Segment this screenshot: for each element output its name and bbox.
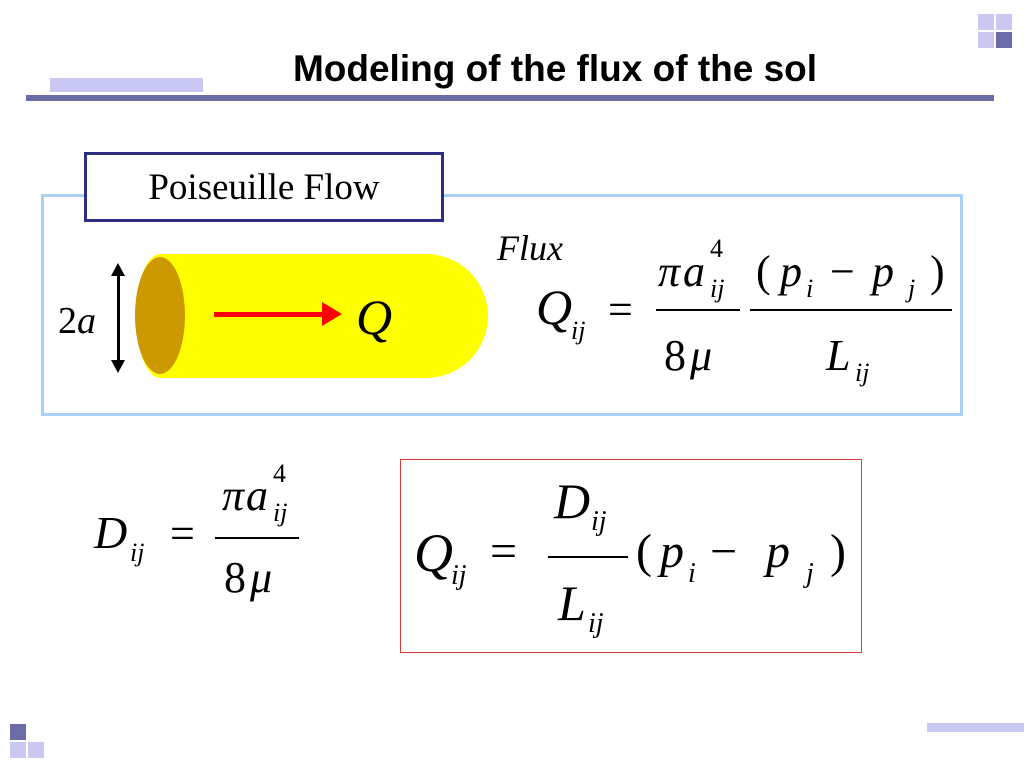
eq2-num-sub: ij — [273, 498, 288, 527]
eq1-num1-sub: ij — [710, 274, 725, 303]
eq3-den-var: L — [558, 575, 586, 631]
eq2-num-sup: 4 — [273, 459, 286, 488]
eq3-rhs-close: ) — [830, 525, 846, 578]
diameter-label: 2a — [58, 300, 96, 342]
eq3-rhs-p2: p — [766, 525, 790, 578]
diameter-arrow-line — [117, 272, 120, 360]
eq1-num2-p2: p — [872, 247, 894, 296]
eq2-num-var: a — [246, 471, 268, 520]
deco-square — [996, 14, 1012, 30]
result-equation-box — [400, 459, 862, 653]
flow-arrow-line — [214, 312, 324, 317]
poiseuille-label: Poiseuille Flow — [84, 152, 444, 222]
poiseuille-label-text: Poiseuille Flow — [148, 166, 380, 208]
eq1-lhs-sub: ij — [571, 316, 586, 345]
eq3-lhs-sub: ij — [451, 560, 467, 591]
eq2-den-var: μ — [250, 553, 273, 602]
deco-square — [978, 32, 994, 48]
eq1-equals: = — [608, 285, 633, 334]
eq3-rhs-s2: j — [806, 558, 814, 589]
poiseuille-panel — [41, 194, 963, 416]
deco-square — [10, 742, 26, 758]
deco-square — [10, 724, 26, 740]
eq3-rhs-p1: p — [660, 525, 684, 578]
eq1-num2-close: ) — [930, 247, 945, 296]
eq1-num1-var: a — [683, 247, 705, 296]
deco-square — [996, 32, 1012, 48]
eq1-den2-var: L — [826, 331, 851, 380]
eq3-frac-line — [548, 556, 628, 558]
bottom-accent-bar — [927, 723, 1024, 732]
title-rule — [26, 95, 994, 101]
diameter-arrow-down-icon — [111, 360, 125, 373]
eq1-den2-sub: ij — [855, 358, 870, 387]
eq1-num1-pi: π — [658, 247, 681, 296]
eq2-lhs-var: D — [94, 507, 128, 558]
eq1-frac1-line — [656, 309, 740, 311]
eq1-den1-var: μ — [690, 331, 713, 380]
eq2-den-coef: 8 — [224, 553, 246, 602]
eq3-rhs-minus: − — [710, 525, 738, 578]
eq1-num2-open: ( — [756, 247, 771, 296]
eq1-num2-minus: − — [830, 247, 855, 296]
eq1-num2-p1: p — [780, 247, 802, 296]
eq1-lhs-var: Q — [536, 279, 573, 335]
flow-arrow-head-icon — [322, 302, 342, 326]
eq3-rhs-s1: i — [688, 558, 696, 589]
eq3-num-var: D — [554, 473, 591, 529]
slide-title: Modeling of the flux of the sol — [292, 48, 818, 89]
eq3-rhs-open: ( — [636, 525, 652, 578]
eq1-num2-s2: j — [908, 274, 916, 303]
eq1-frac2-line — [750, 309, 952, 311]
eq3-lhs-var: Q — [414, 523, 453, 583]
flux-label: Flux — [497, 228, 563, 268]
eq3-den-sub: ij — [588, 608, 604, 639]
diameter-arrow-up-icon — [111, 263, 125, 276]
eq1-num1-sup: 4 — [710, 234, 723, 263]
deco-square — [978, 14, 994, 30]
eq2-num-pi: π — [222, 471, 245, 520]
eq1-den1-coef: 8 — [664, 331, 686, 380]
flow-symbol: Q — [356, 289, 393, 345]
deco-square — [28, 742, 44, 758]
eq2-frac-line — [215, 537, 299, 539]
eq3-num-sub: ij — [591, 506, 607, 537]
eq2-equals: = — [170, 509, 195, 558]
eq1-num2-s1: i — [806, 274, 814, 303]
eq3-equals: = — [490, 525, 518, 578]
eq2-lhs-sub: ij — [130, 538, 145, 567]
title-accent-tab — [50, 78, 203, 92]
pipe-cylinder-end — [135, 257, 185, 374]
